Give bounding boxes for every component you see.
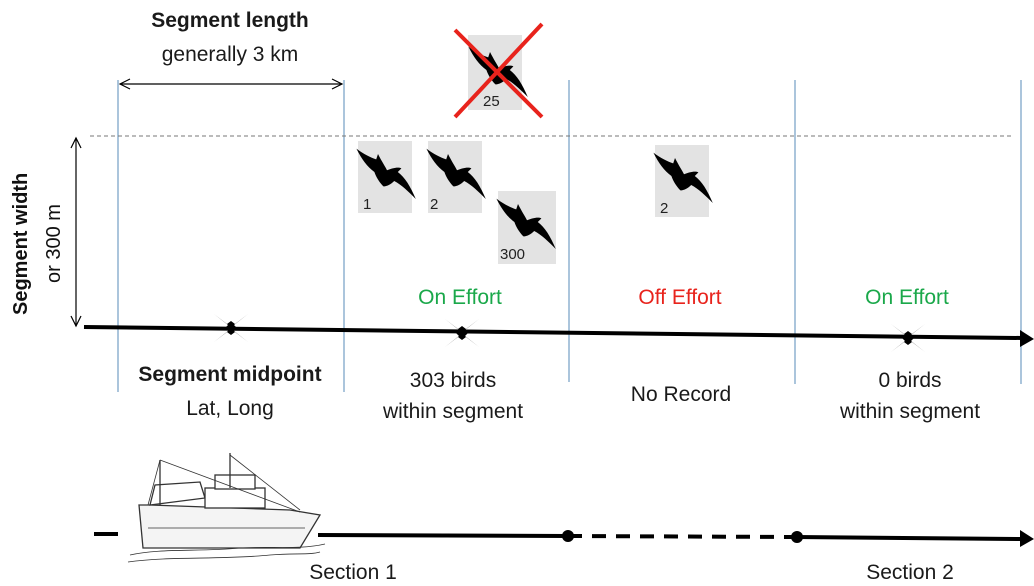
track-line xyxy=(83,325,1023,340)
segment-result-line1: 303 birds xyxy=(409,369,497,392)
bird-tile xyxy=(426,141,486,213)
segment-width-value: or 300 m xyxy=(43,204,65,283)
bird-count: 1 xyxy=(363,196,372,213)
segment-result: No Record xyxy=(630,383,732,406)
bird-tile-excluded xyxy=(453,22,544,119)
segment-midpoint-title: Segment midpoint xyxy=(138,363,322,386)
bird-count-excluded: 25 xyxy=(483,93,500,110)
off-effort-dashed-line xyxy=(567,534,797,539)
section-break-dot xyxy=(791,531,803,543)
cross-out-line xyxy=(453,28,544,119)
section-label: Section 2 xyxy=(866,561,954,584)
segment-width-title: Segment width xyxy=(10,172,32,315)
segment-width-arrow xyxy=(70,136,82,328)
segment-result-line2: within segment xyxy=(382,400,524,423)
bird-tile xyxy=(496,191,556,264)
effort-status-on: On Effort xyxy=(418,286,502,309)
segment-result-line1: 0 birds xyxy=(878,369,942,392)
segment-length-value: generally 3 km xyxy=(161,43,299,66)
section-1-line xyxy=(317,533,569,538)
cross-out-line xyxy=(453,22,544,119)
segment-length-arrow xyxy=(118,78,344,90)
fishing-vessel-icon xyxy=(127,453,326,563)
section-label: Section 1 xyxy=(309,561,397,584)
bird-count: 2 xyxy=(660,200,669,217)
segment-length-title: Segment length xyxy=(151,9,309,32)
bird-tile xyxy=(356,141,416,213)
bird-tile xyxy=(653,145,713,217)
effort-status-off: Off Effort xyxy=(638,286,722,309)
arrowhead-icon xyxy=(1020,330,1034,347)
bird-count: 2 xyxy=(430,196,439,213)
bird-count: 300 xyxy=(500,246,526,263)
segment-result-line2: within segment xyxy=(839,400,981,423)
segment-midpoint-value: Lat, Long xyxy=(186,397,274,420)
arrowhead-icon xyxy=(1020,530,1034,547)
effort-status-on: On Effort xyxy=(865,286,949,309)
section-2-line xyxy=(795,535,1023,541)
section-break-dot xyxy=(562,530,574,542)
